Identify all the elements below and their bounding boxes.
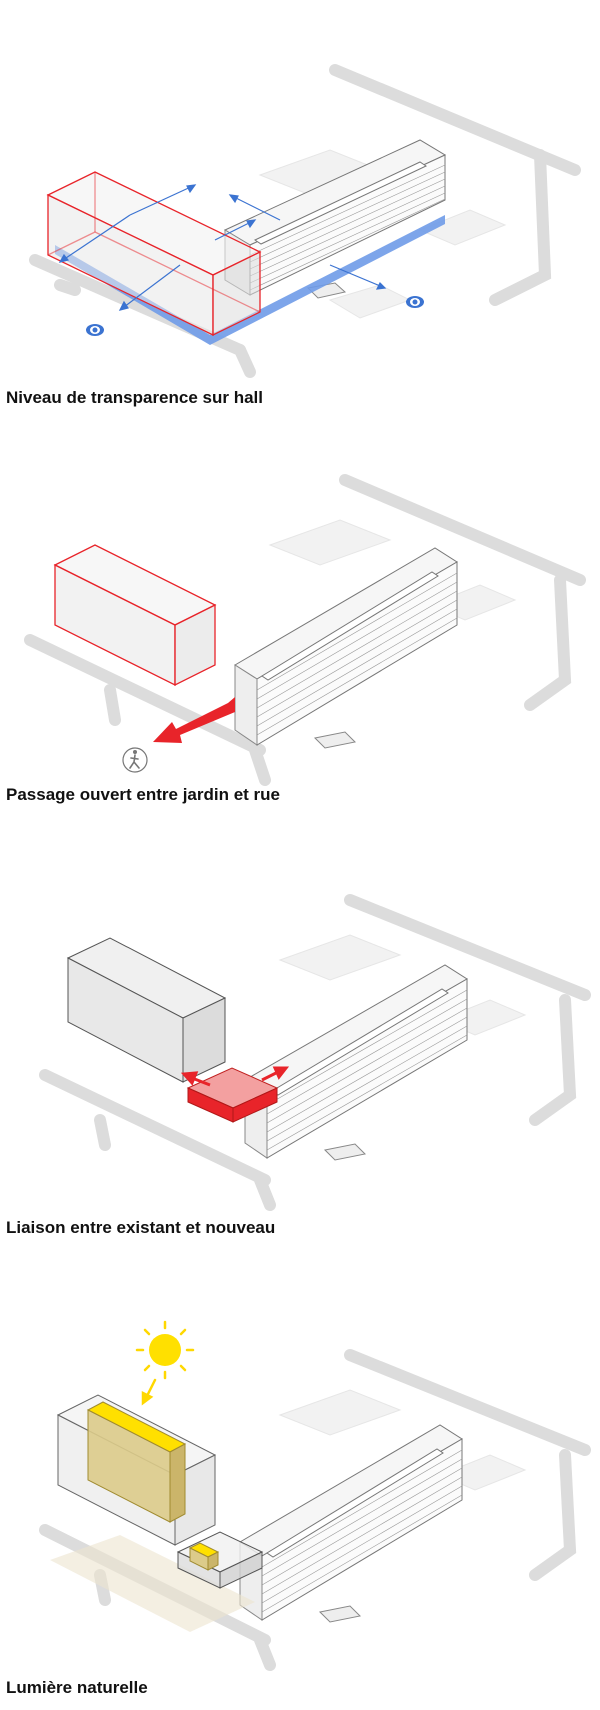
light-volume-small xyxy=(188,1542,220,1571)
site-ground xyxy=(39,894,591,1211)
passage-arrow xyxy=(153,697,235,743)
panel-caption: Passage ouvert entre jardin et rue xyxy=(6,785,280,804)
view-arrows xyxy=(58,184,387,311)
isometric-diagram xyxy=(39,894,591,1211)
existing-building xyxy=(234,547,458,749)
diagram-panel-light: Lumière naturelle xyxy=(0,1260,600,1710)
light-volume-large xyxy=(86,1401,187,1523)
eye-icon xyxy=(86,324,104,336)
existing-building xyxy=(244,964,468,1161)
diagram-panel-liaison: Liaison entre existant et nouveau xyxy=(0,840,600,1260)
existing-building xyxy=(239,1424,463,1623)
panel-caption: Liaison entre existant et nouveau xyxy=(6,1218,276,1237)
new-block-outline xyxy=(46,171,262,337)
connection-link xyxy=(186,1067,279,1123)
link-arrows xyxy=(180,1066,290,1087)
new-block xyxy=(66,937,227,1083)
site-ground xyxy=(29,64,581,378)
ground-shadow xyxy=(50,1535,255,1632)
diagram-panel-transparency: Niveau de transparence sur hall xyxy=(0,0,600,420)
new-block-outline xyxy=(53,544,217,687)
isometric-diagram xyxy=(39,1320,591,1671)
ghost-blocks xyxy=(258,149,507,319)
pedestrian-icon xyxy=(122,747,148,773)
isometric-diagram xyxy=(24,474,586,786)
panel-caption: Lumière naturelle xyxy=(6,1678,148,1697)
sun-icon xyxy=(135,1320,195,1406)
transparent-base xyxy=(55,215,445,345)
diagram-panel-passage: Passage ouvert entre jardin et rue xyxy=(0,420,600,840)
site-ground xyxy=(24,474,586,786)
existing-building xyxy=(223,139,447,299)
isometric-diagram xyxy=(29,64,581,378)
panel-caption: Niveau de transparence sur hall xyxy=(6,388,263,407)
eye-icon xyxy=(406,296,424,308)
